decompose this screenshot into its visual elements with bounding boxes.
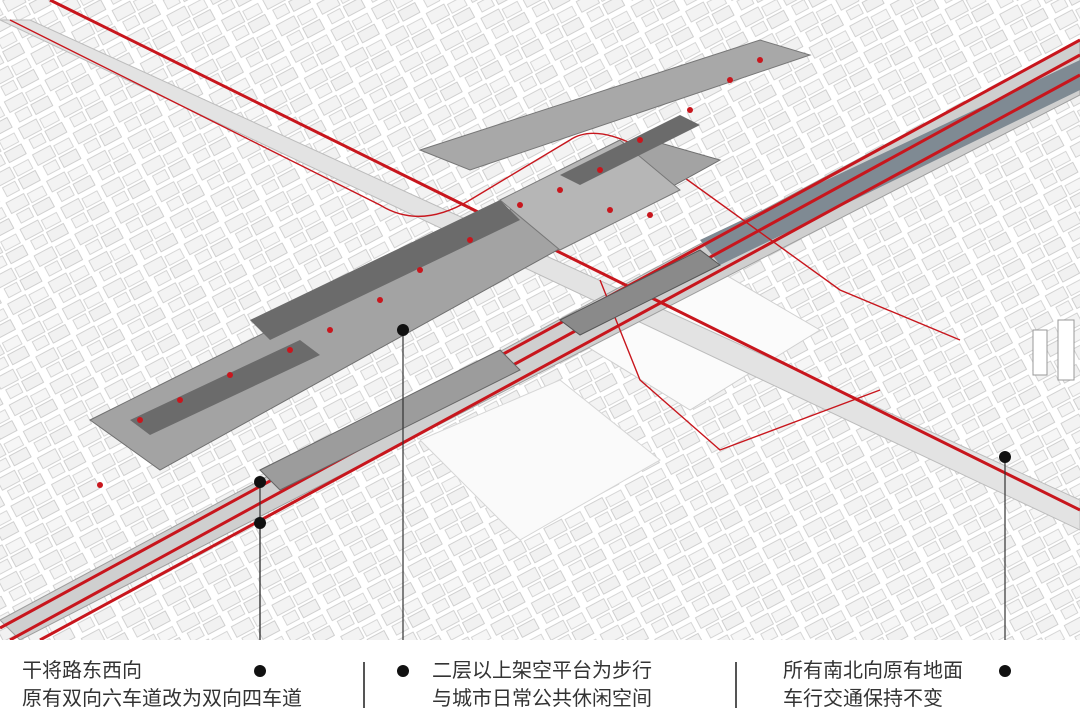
caption-line: 与城市日常公共休闲空间 [432, 686, 652, 710]
caption-dot [397, 665, 409, 677]
caption-road-change: 干将路东西向 原有双向六车道改为双向四车道 [22, 656, 302, 712]
canal [700, 60, 1080, 265]
pedestrian-markers [97, 57, 763, 488]
caption-dot [254, 665, 266, 677]
station-building [559, 249, 721, 336]
caption-platform: 二层以上架空平台为步行 与城市日常公共休闲空间 [432, 656, 652, 712]
road-line [39, 73, 1080, 640]
separator [363, 662, 365, 708]
caption-line: 车行交通保持不变 [783, 686, 943, 710]
road-line [9, 53, 1080, 640]
caption-line: 原有双向六车道改为双向四车道 [22, 686, 302, 710]
leader-lines [259, 330, 1006, 640]
caption-line: 所有南北向原有地面 [783, 658, 963, 682]
diagram-canvas [0, 0, 1080, 640]
road-line [0, 38, 1080, 630]
station-mass [259, 349, 521, 491]
caption-line: 二层以上架空平台为步行 [432, 658, 652, 682]
road-line [49, 0, 1080, 512]
separator [735, 662, 737, 708]
traffic-lines [0, 0, 1080, 640]
caption-dot [999, 665, 1011, 677]
north-south-road [0, 19, 1080, 531]
leader-dots [254, 324, 1011, 529]
pagoda-icon [1032, 319, 1075, 381]
caption-north-south: 所有南北向原有地面 车行交通保持不变 [783, 656, 963, 712]
caption-line: 干将路东西向 [22, 658, 142, 682]
elevated-platform [89, 39, 812, 471]
loop-road [599, 279, 881, 451]
open-plaza [419, 379, 661, 541]
